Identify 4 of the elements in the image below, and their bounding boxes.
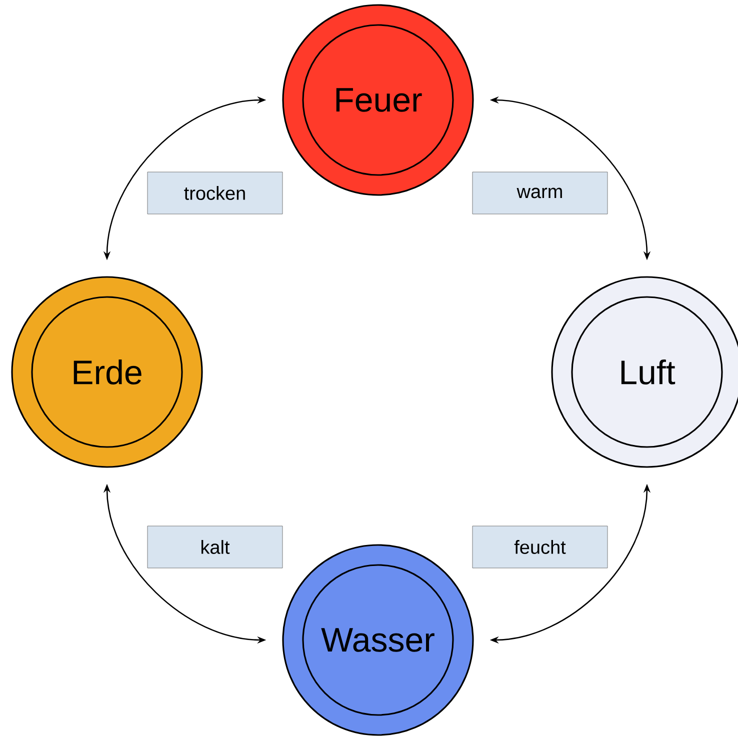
edge-label: feucht [472,526,608,568]
edge-label: trocken [147,172,283,214]
edge-label: kalt [147,526,283,568]
edge-label: warm [472,172,608,214]
